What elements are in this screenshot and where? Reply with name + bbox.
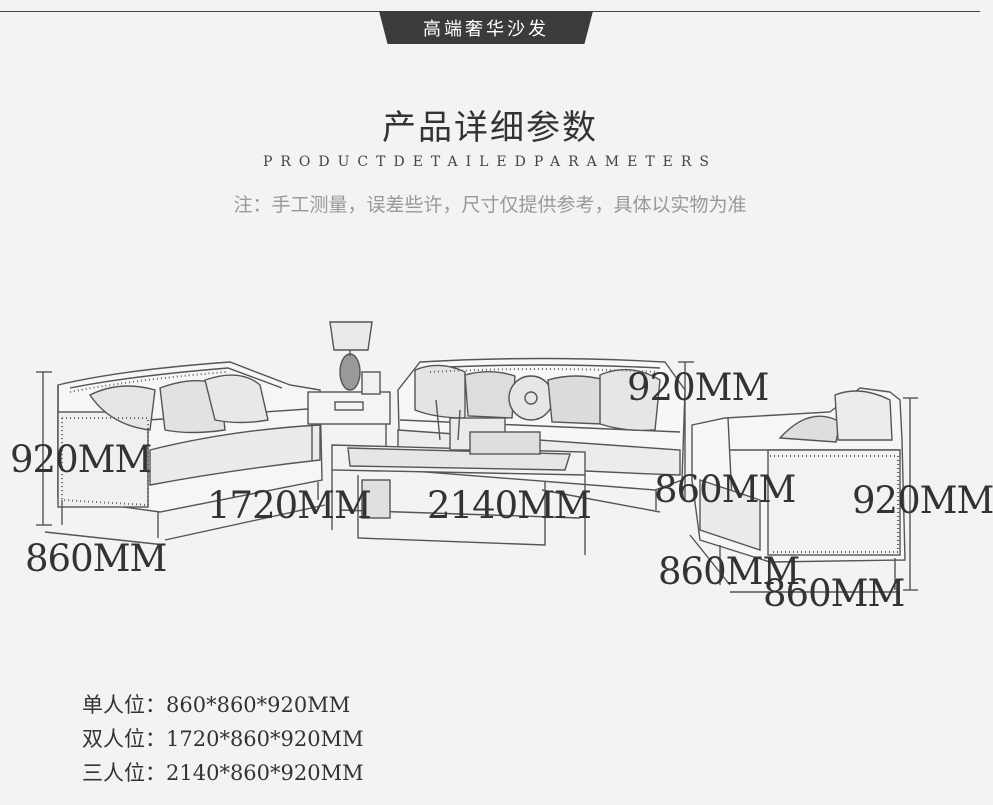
spec-three-seat: 三人位：2140*860*920MM <box>82 761 364 785</box>
page-title: 产品详细参数 <box>382 108 598 148</box>
loveseat-depth-label: 860MM <box>25 537 167 580</box>
three-seat-height-label: 920MM <box>627 366 769 409</box>
measurement-note: 注：手工测量，误差些许，尺寸仅提供参考，具体以实物为准 <box>233 194 747 216</box>
loveseat-height-label: 920MM <box>10 438 152 481</box>
armchair-depth-label: 860MM <box>763 572 905 615</box>
page-subtitle: PRODUCTDETAILEDPARAMETERS <box>262 154 718 170</box>
spec-single-seat: 单人位：860*860*920MM <box>82 693 351 717</box>
category-tab-label: 高端奢华沙发 <box>423 18 549 40</box>
armchair-height-label: 920MM <box>852 479 993 522</box>
loveseat-width-label: 1720MM <box>207 484 372 527</box>
three-seat-width-label: 2140MM <box>427 484 592 527</box>
armchair-width-label: 860MM <box>658 550 800 593</box>
three-seat-depth-label: 860MM <box>654 468 796 511</box>
sofa-set-illustration <box>36 321 918 593</box>
spec-list: 单人位：860*860*920MM 双人位：1720*860*920MM 三人位… <box>82 688 364 790</box>
spec-two-seat: 双人位：1720*860*920MM <box>82 727 364 751</box>
category-tab: 高端奢华沙发 <box>379 11 593 44</box>
